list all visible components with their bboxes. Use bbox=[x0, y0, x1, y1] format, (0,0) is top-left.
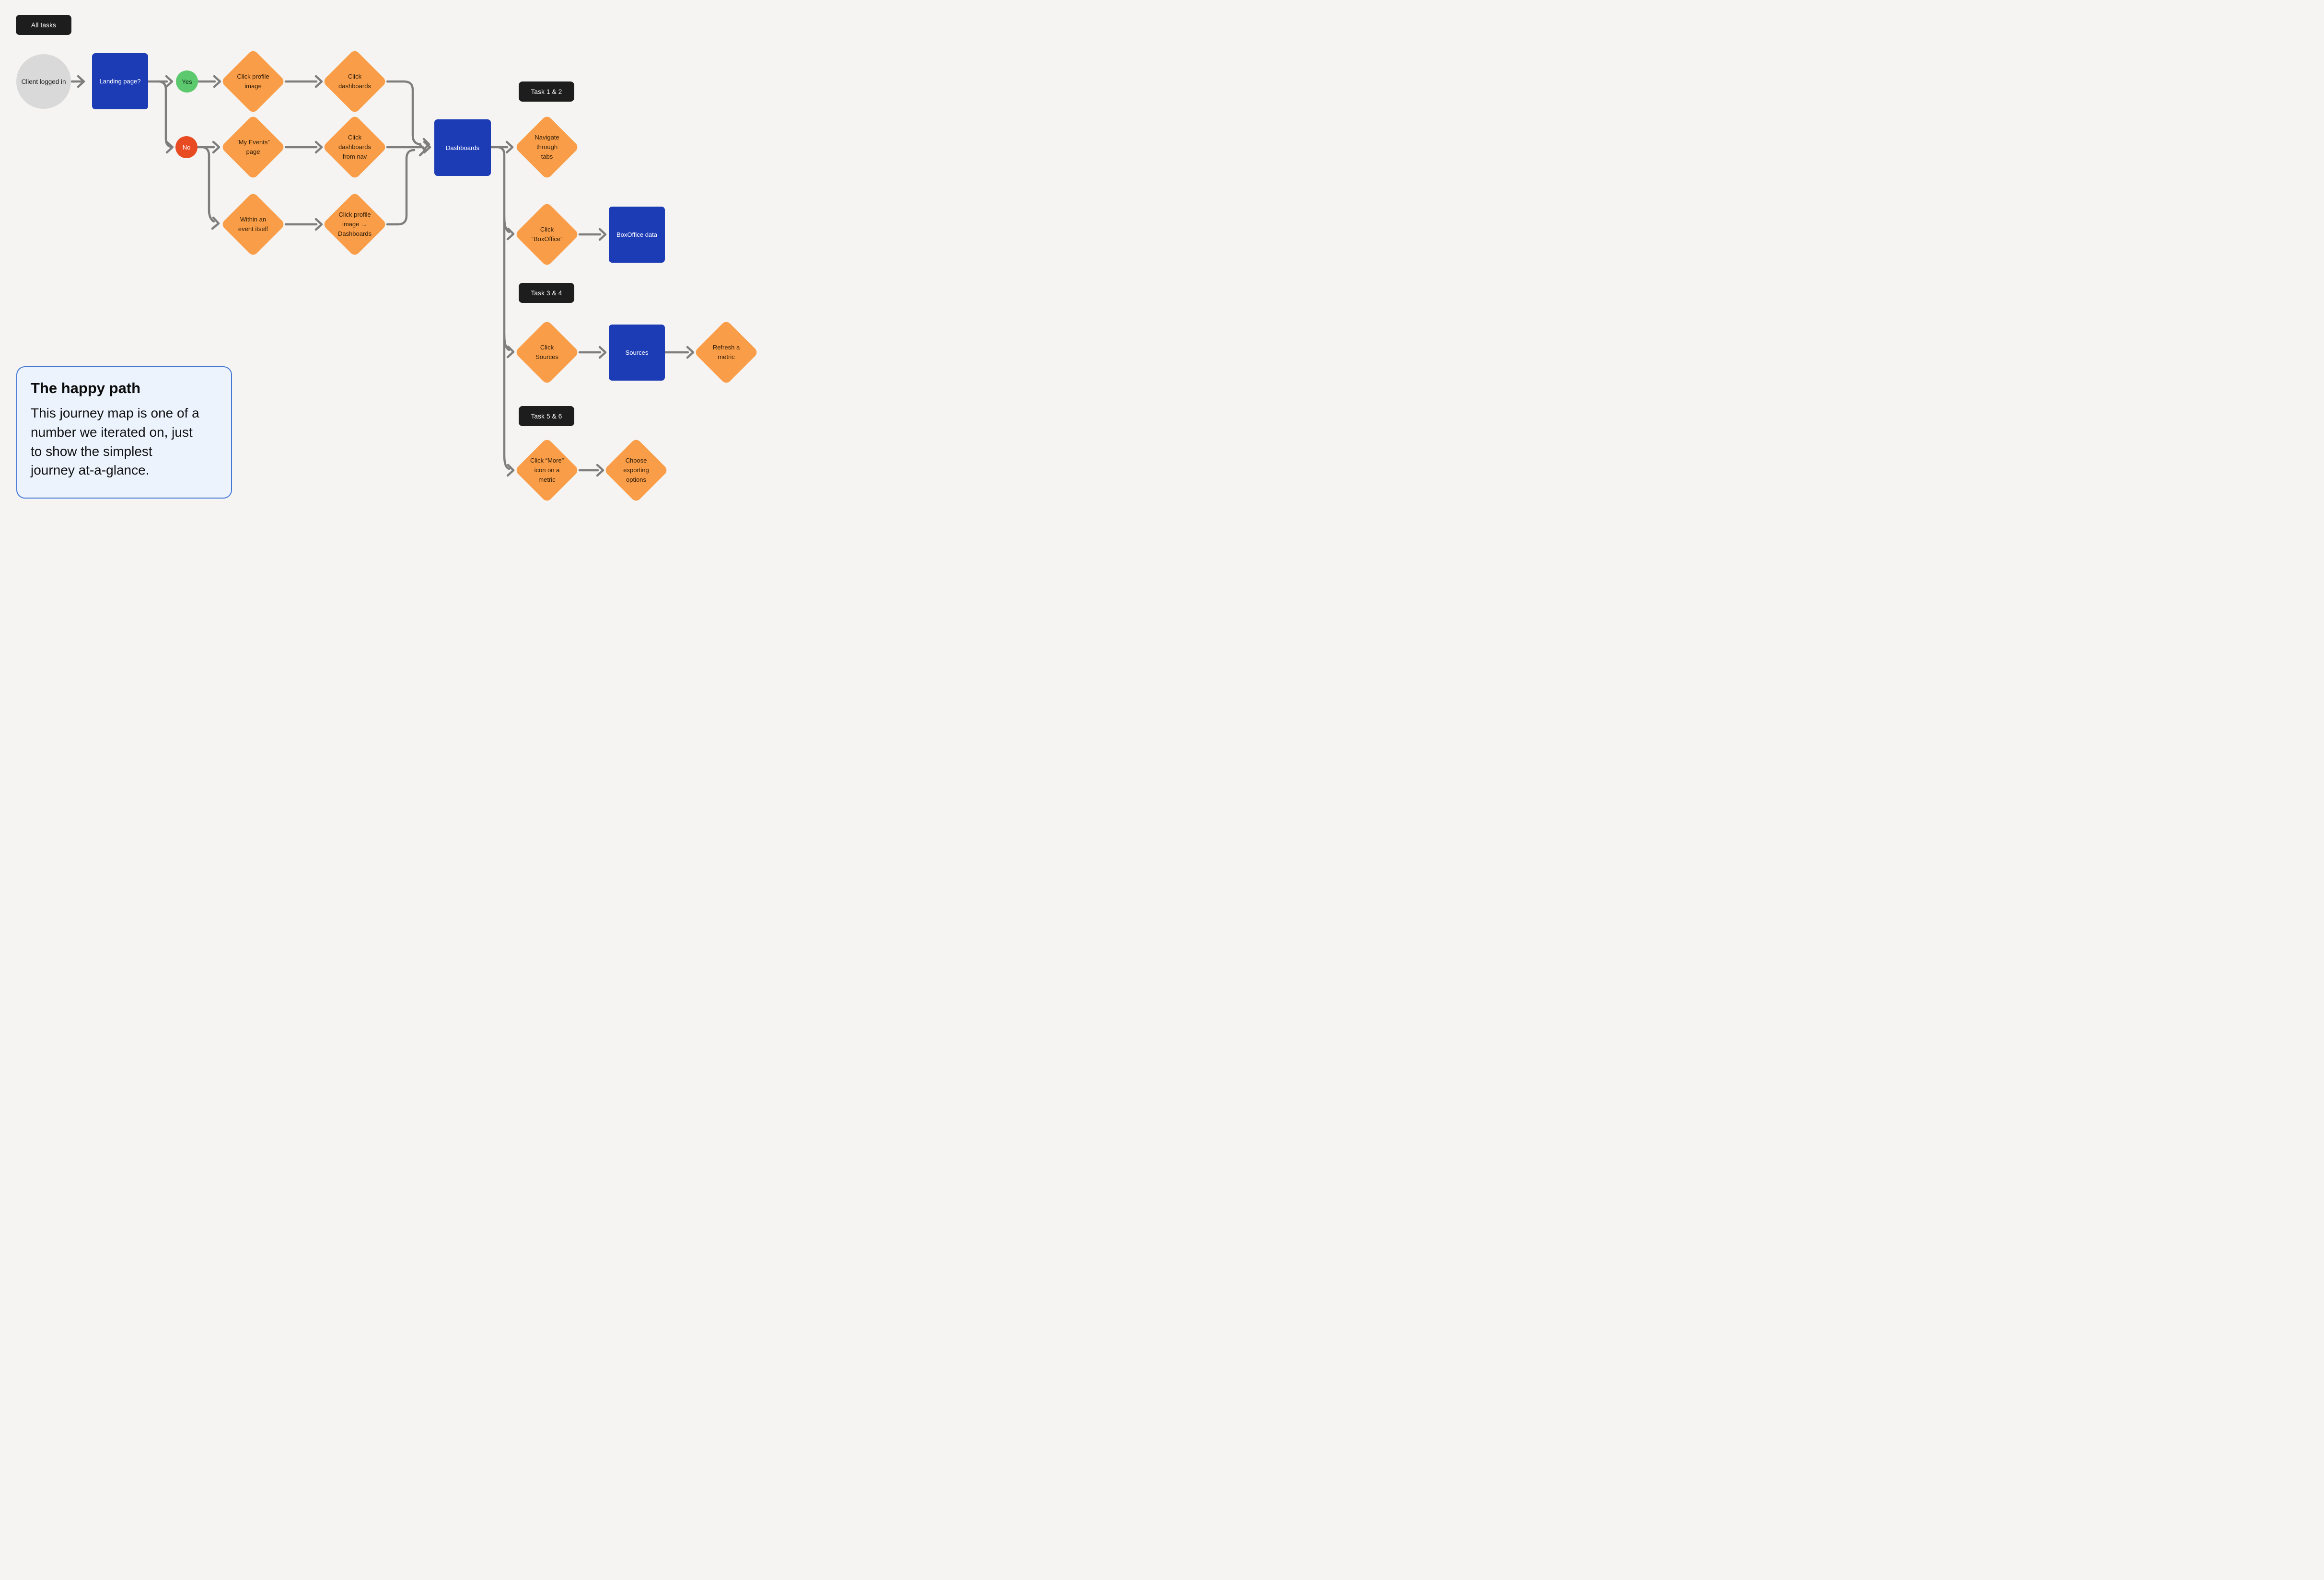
arrow-profile-image-to-dashboards-diamond bbox=[284, 75, 323, 88]
callout-title: The happy path bbox=[31, 380, 141, 396]
arrow-click-boxoffice-to-boxoffice-data bbox=[578, 228, 607, 241]
arrow-sources-to-refresh-metric bbox=[663, 346, 695, 359]
arrow-trunk-to-click-sources bbox=[503, 334, 515, 359]
node-navigate-through-tabs[interactable]: Navigate through tabs bbox=[514, 115, 580, 180]
badge-all-tasks-label: All tasks bbox=[31, 21, 57, 29]
node-within-an-event-label: Within an event itself bbox=[238, 215, 268, 232]
node-click-boxoffice-label: Click “BoxOffice” bbox=[531, 225, 563, 243]
node-landing-page-label: Landing page? bbox=[99, 78, 141, 85]
node-within-an-event[interactable]: Within an event itself bbox=[221, 192, 286, 257]
arrow-no-to-within-event bbox=[202, 146, 220, 230]
node-click-profile-image[interactable]: Click profile image bbox=[221, 49, 286, 114]
node-navigate-through-tabs-label: Navigate through tabs bbox=[535, 133, 559, 161]
arrow-top-branch-into-dashboards bbox=[386, 80, 430, 151]
node-client-logged-in[interactable]: Client logged in bbox=[16, 54, 71, 109]
node-click-sources[interactable]: Click Sources bbox=[514, 320, 580, 385]
badge-all-tasks[interactable]: All tasks bbox=[16, 15, 71, 35]
node-my-events-page[interactable]: “My Events” page bbox=[221, 115, 286, 180]
node-click-profile-image-dashboards-label: Click profile image → Dashboards bbox=[337, 210, 372, 238]
node-yes-label: Yes bbox=[182, 78, 192, 85]
badge-task-5-6-label: Task 5 & 6 bbox=[531, 412, 562, 420]
node-boxoffice-data[interactable]: BoxOffice data bbox=[609, 207, 665, 263]
node-click-profile-image-label: Click profile image bbox=[237, 72, 269, 90]
node-dashboards-label: Dashboards bbox=[445, 144, 480, 151]
node-client-logged-in-label: Client logged in bbox=[21, 78, 66, 85]
connector-arrows bbox=[70, 75, 695, 477]
node-no-label: No bbox=[182, 143, 191, 151]
node-click-dashboards-from-nav[interactable]: Click dashboards from nav bbox=[322, 115, 387, 180]
arrow-click-sources-to-sources bbox=[578, 346, 607, 359]
node-click-profile-image-dashboards[interactable]: Click profile image → Dashboards bbox=[322, 192, 387, 257]
node-click-dashboards[interactable]: Click dashboards bbox=[322, 49, 387, 114]
node-click-boxoffice[interactable]: Click “BoxOffice” bbox=[514, 202, 580, 267]
node-sources-label: Sources bbox=[625, 349, 649, 356]
arrow-middle-into-dashboards bbox=[386, 140, 431, 154]
node-my-events-page-label: “My Events” page bbox=[236, 138, 270, 155]
node-choose-exporting-label: Choose exporting options bbox=[623, 456, 649, 484]
node-click-sources-label: Click Sources bbox=[535, 343, 558, 360]
badge-task-1-2[interactable]: Task 1 & 2 bbox=[519, 81, 574, 102]
node-click-dashboards-from-nav-label: Click dashboards from nav bbox=[338, 133, 371, 161]
arrow-click-more-to-choose-exporting bbox=[578, 464, 604, 477]
node-sources[interactable]: Sources bbox=[609, 325, 665, 381]
arrow-client-to-landing bbox=[70, 75, 85, 88]
node-choose-exporting[interactable]: Choose exporting options bbox=[604, 438, 669, 503]
node-refresh-a-metric-label: Refresh a metric bbox=[712, 343, 740, 360]
arrow-landing-to-no bbox=[158, 80, 174, 154]
node-landing-page[interactable]: Landing page? bbox=[92, 53, 148, 109]
callout-body: This journey map is one of a number we i… bbox=[31, 406, 199, 478]
node-click-more-icon-label: Click “More” icon on a metric bbox=[530, 456, 564, 484]
trunk-dashboards-down bbox=[497, 146, 515, 477]
node-refresh-a-metric[interactable]: Refresh a metric bbox=[694, 320, 759, 385]
badge-task-5-6[interactable]: Task 5 & 6 bbox=[519, 406, 574, 426]
arrow-my-events-to-dashboards-from-nav bbox=[284, 140, 323, 154]
arrow-within-event-to-profile-dashboards bbox=[284, 218, 323, 231]
node-yes[interactable]: Yes bbox=[176, 70, 198, 93]
arrow-landing-to-yes bbox=[147, 75, 174, 88]
badge-task-1-2-label: Task 1 & 2 bbox=[531, 88, 562, 95]
node-dashboards[interactable]: Dashboards bbox=[434, 119, 491, 176]
arrow-yes-to-click-profile-image bbox=[197, 75, 221, 88]
badge-task-3-4-label: Task 3 & 4 bbox=[531, 289, 562, 297]
node-boxoffice-data-label: BoxOffice data bbox=[616, 231, 658, 238]
node-click-dashboards-label: Click dashboards bbox=[338, 72, 371, 90]
happy-path-callout[interactable]: The happy path This journey map is one o… bbox=[16, 366, 232, 499]
arrow-trunk-to-click-boxoffice bbox=[503, 216, 515, 241]
arrow-bottom-branch-into-dashboards bbox=[386, 143, 427, 226]
node-no[interactable]: No bbox=[175, 136, 198, 158]
badge-task-3-4[interactable]: Task 3 & 4 bbox=[519, 283, 574, 303]
node-click-more-icon[interactable]: Click “More” icon on a metric bbox=[514, 438, 580, 503]
journey-map-canvas: All tasks Task 1 & 2 Task 3 & 4 Task 5 &… bbox=[0, 0, 775, 527]
